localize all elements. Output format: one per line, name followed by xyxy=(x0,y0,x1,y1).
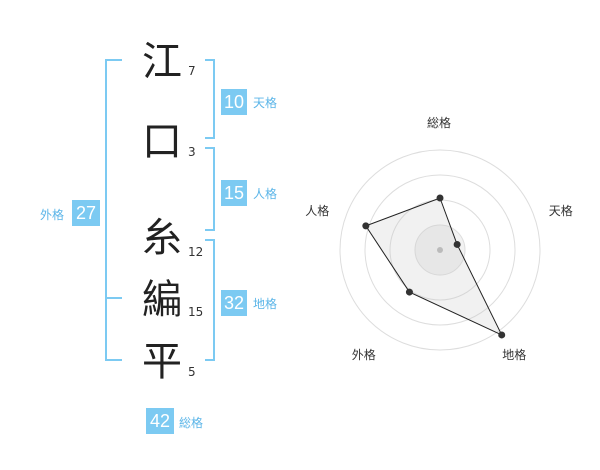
gaikaku-badge: 27 xyxy=(72,200,100,226)
radar-point-1 xyxy=(436,194,444,202)
radar-ring-3 xyxy=(364,174,516,326)
jinkaku-bracket xyxy=(205,147,215,231)
radar-axis-label-5: 人格 xyxy=(305,204,330,219)
stroke-count-3: 12 xyxy=(188,245,204,259)
radar-axis-label-1: 総格 xyxy=(427,116,452,130)
stroke-count-2: 3 xyxy=(188,145,196,159)
name-char-3: 糸 xyxy=(142,215,182,261)
soukaku-label: 総格 xyxy=(179,416,204,430)
chikaku-badge: 32 xyxy=(221,290,247,316)
jinkaku-label: 人格 xyxy=(253,187,278,201)
jinkaku-badge: 15 xyxy=(221,180,247,206)
tenkaku-bracket xyxy=(205,59,215,139)
name-char-5: 平 xyxy=(142,339,182,385)
chikaku-bracket xyxy=(205,239,215,361)
tenkaku-badge: 10 xyxy=(221,89,247,115)
radar-point-4 xyxy=(405,288,413,296)
name-char-1: 江 xyxy=(142,39,182,85)
radar-polygon xyxy=(365,197,503,336)
tenkaku-label: 天格 xyxy=(253,96,278,110)
radar-axis-label-2: 天格 xyxy=(548,204,573,219)
chikaku-label: 地格 xyxy=(253,297,278,311)
stroke-count-5: 5 xyxy=(188,365,196,379)
radar-axis-label-4: 外格 xyxy=(351,347,376,362)
stroke-count-1: 7 xyxy=(188,64,196,78)
radar-point-5 xyxy=(362,222,370,230)
gaikaku-label: 外格 xyxy=(40,208,65,222)
radar-point-3 xyxy=(498,331,506,339)
gaikaku-bracket xyxy=(105,59,122,361)
radar-axis-label-3: 地格 xyxy=(502,347,527,362)
radar-ring-4 xyxy=(339,149,541,351)
radar-center xyxy=(437,247,443,253)
radar-point-2 xyxy=(453,240,461,248)
name-char-4: 編 xyxy=(142,277,182,323)
name-char-2: 口 xyxy=(142,119,182,165)
soukaku-badge: 42 xyxy=(146,408,174,434)
stroke-count-4: 15 xyxy=(188,305,204,319)
